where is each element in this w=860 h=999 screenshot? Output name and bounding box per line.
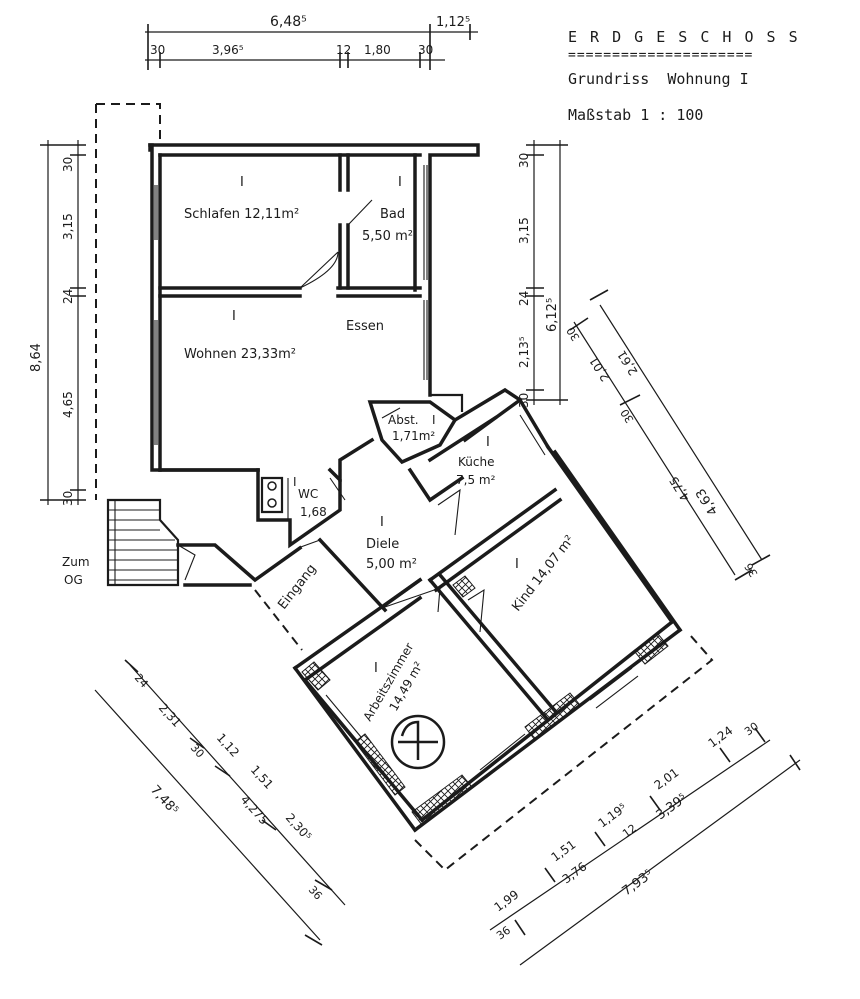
- wohnen-label: Wohnen 23,33m²: [184, 347, 296, 362]
- dim-left-total: 8,64: [29, 343, 44, 372]
- abst-mark: I: [432, 413, 436, 427]
- dim-left-a: 30: [61, 157, 75, 172]
- kind-mark: I: [515, 557, 519, 572]
- dim-br-j: 7,93⁵: [620, 867, 656, 899]
- diele-area: 5,00 m²: [366, 557, 417, 572]
- diele-mark: I: [380, 515, 384, 530]
- dim-right-total: 6,12⁵: [545, 298, 560, 332]
- abst-area: 1,71m²: [392, 429, 435, 443]
- diagonal-windows: [319, 410, 639, 779]
- wc-mark: I: [293, 475, 297, 489]
- diagonal-wing-walls: [176, 387, 683, 833]
- dim-top-total: 6,48⁵: [270, 14, 307, 30]
- terrace-outline: [254, 589, 714, 872]
- bad-area: 5,50 m²: [362, 229, 413, 244]
- right-dimensions: [526, 140, 568, 405]
- dim-diag-d: 30: [618, 407, 636, 426]
- dim-bl-b: 2,31: [156, 701, 184, 730]
- window-hatching: [301, 575, 669, 826]
- plan-title: Grundriss Wohnung I: [568, 70, 749, 88]
- dim-left-d: 4,65: [61, 391, 75, 418]
- dim-left-b: 3,15: [61, 213, 75, 240]
- dim-br-f: 3,39⁵: [654, 791, 690, 823]
- essen-label: Essen: [346, 319, 384, 334]
- stair-label-2: OG: [64, 573, 83, 587]
- dim-diag-a: 30: [564, 325, 582, 344]
- diele-name: Diele: [366, 537, 399, 552]
- stair: [106, 498, 196, 587]
- dim-bl-e: 1,51: [248, 763, 276, 792]
- eingang-label: Eingang: [275, 562, 319, 613]
- dim-br-g: 12: [620, 822, 639, 841]
- kueche-mark: I: [486, 435, 490, 450]
- dim-right-d: 2,13⁵: [517, 336, 531, 368]
- arbeitszimmer-mark: I: [374, 661, 378, 676]
- dim-top-right: 1,12⁵: [436, 15, 470, 30]
- kueche-area: 7,5 m²: [456, 473, 496, 487]
- dim-right-a: 30: [517, 153, 531, 168]
- wohnen-mark: I: [232, 309, 236, 324]
- scale-label: Maßstab 1 : 100: [568, 106, 704, 124]
- diagonal-right-dimensions: [569, 289, 771, 581]
- dim-top-a: 30: [150, 43, 165, 57]
- abst-name: Abst.: [388, 413, 419, 427]
- dim-br-b: 30: [742, 720, 761, 739]
- dim-br-c: 2,01: [652, 765, 682, 792]
- wc-name: WC: [298, 487, 318, 501]
- dim-top-c: 12: [336, 43, 351, 57]
- dim-top-b: 3,96⁵: [212, 43, 244, 57]
- dim-br-h: 3,76: [560, 859, 590, 886]
- dim-bl-i: 36: [306, 883, 325, 902]
- dim-diag-g: 36: [742, 561, 760, 580]
- bottom-right-dimensions: [489, 727, 801, 966]
- dim-br-a: 1,24: [706, 723, 736, 750]
- dim-br-k: 36: [494, 924, 513, 943]
- dim-bl-c: 30: [188, 741, 207, 760]
- north-symbol: [390, 714, 446, 770]
- bottom-left-dimensions: [94, 659, 346, 946]
- left-dimensions: [40, 140, 86, 505]
- dim-bl-g: 4,275: [238, 793, 271, 828]
- bad-name: Bad: [380, 207, 405, 222]
- kueche-name: Küche: [458, 455, 494, 469]
- upper-wing-walls: [148, 143, 480, 472]
- dim-bl-d: 1,12: [214, 731, 242, 760]
- dim-right-c: 24: [517, 291, 531, 306]
- dim-diag-c: 2,01: [587, 354, 613, 384]
- dim-br-e: 1,51: [549, 837, 579, 864]
- dim-top-e: 30: [418, 43, 433, 57]
- dim-diag-e: 4,75: [667, 474, 693, 504]
- dim-br-i: 1,99: [492, 887, 522, 914]
- dim-right-b: 3,15: [517, 217, 531, 244]
- dim-bl-a: 24: [132, 671, 151, 690]
- dim-bl-h: 2,30⁵: [283, 811, 315, 844]
- dim-right-e: 30: [517, 393, 531, 408]
- schlafen-mark: I: [240, 175, 244, 190]
- floor-title: E R D G E S C H O S S: [568, 28, 800, 46]
- schlafen-label: Schlafen 12,11m²: [184, 207, 299, 222]
- dim-bl-f: 7,48⁵: [147, 783, 181, 818]
- dim-top-d: 1,80: [364, 43, 391, 57]
- kind-label: Kind 14,07 m²: [509, 533, 577, 615]
- dim-left-e: 30: [61, 491, 75, 506]
- title-underline: =====================: [568, 48, 754, 63]
- balcony-outline: [95, 103, 161, 500]
- stair-label-1: Zum: [62, 555, 90, 569]
- top-dimensions: [145, 24, 478, 70]
- bad-mark: I: [398, 175, 402, 190]
- dim-left-c: 24: [61, 289, 75, 304]
- wc-area: 1,68: [300, 505, 327, 519]
